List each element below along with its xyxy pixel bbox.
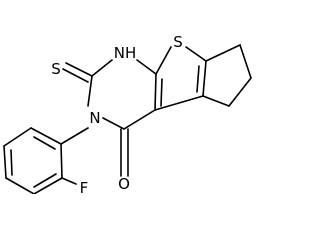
bond-c8a-c4a <box>154 73 157 111</box>
bond-s-c7a <box>185 46 207 62</box>
bond-c5-c4b <box>202 95 230 107</box>
bond-c7a-c4b <box>202 60 207 97</box>
bond-c8a-c4a-inner <box>160 78 163 107</box>
bond-c4b-c4a <box>154 95 204 111</box>
bond-ph-c <box>3 145 7 179</box>
molecule-structure-diagram: NH S S N O F <box>3 33 252 194</box>
bond-c8a-s <box>155 46 172 75</box>
bond-c7a-c7 <box>205 44 241 62</box>
bond-ph-a-inner <box>33 136 56 150</box>
atom-label-f: F <box>80 179 89 194</box>
bond-c7-c6 <box>239 44 252 79</box>
bond-c4-n3 <box>102 117 125 130</box>
bond-n3-phenyl <box>60 127 89 145</box>
bond-c2-s-thione-b <box>62 68 89 83</box>
bond-ph-a <box>30 127 62 145</box>
atom-label-o: O <box>118 175 130 193</box>
bond-c6-c5 <box>228 77 252 107</box>
bond-c2-s-thione-a <box>65 62 93 77</box>
bond-ph-d <box>5 177 35 194</box>
bond-c4a-c4 <box>123 109 156 130</box>
bond-ph-b <box>3 127 32 147</box>
bond-ph-e <box>33 177 63 194</box>
bond-n1-c8a <box>136 59 157 75</box>
bond-c-f <box>61 177 77 185</box>
bond-ph-e-inner <box>33 173 57 188</box>
atom-label-nh: NH <box>114 44 137 62</box>
atom-label-s-ring: S <box>173 33 183 51</box>
bond-c2-n1 <box>91 59 113 77</box>
atom-label-s-thione: S <box>51 60 61 78</box>
bond-ph-c-inner <box>10 149 13 176</box>
bond-n3-c2 <box>87 75 93 107</box>
atom-label-n3: N <box>89 109 100 127</box>
bond-c7a-c4b-inner <box>196 65 200 93</box>
bond-ph-f <box>60 143 63 179</box>
